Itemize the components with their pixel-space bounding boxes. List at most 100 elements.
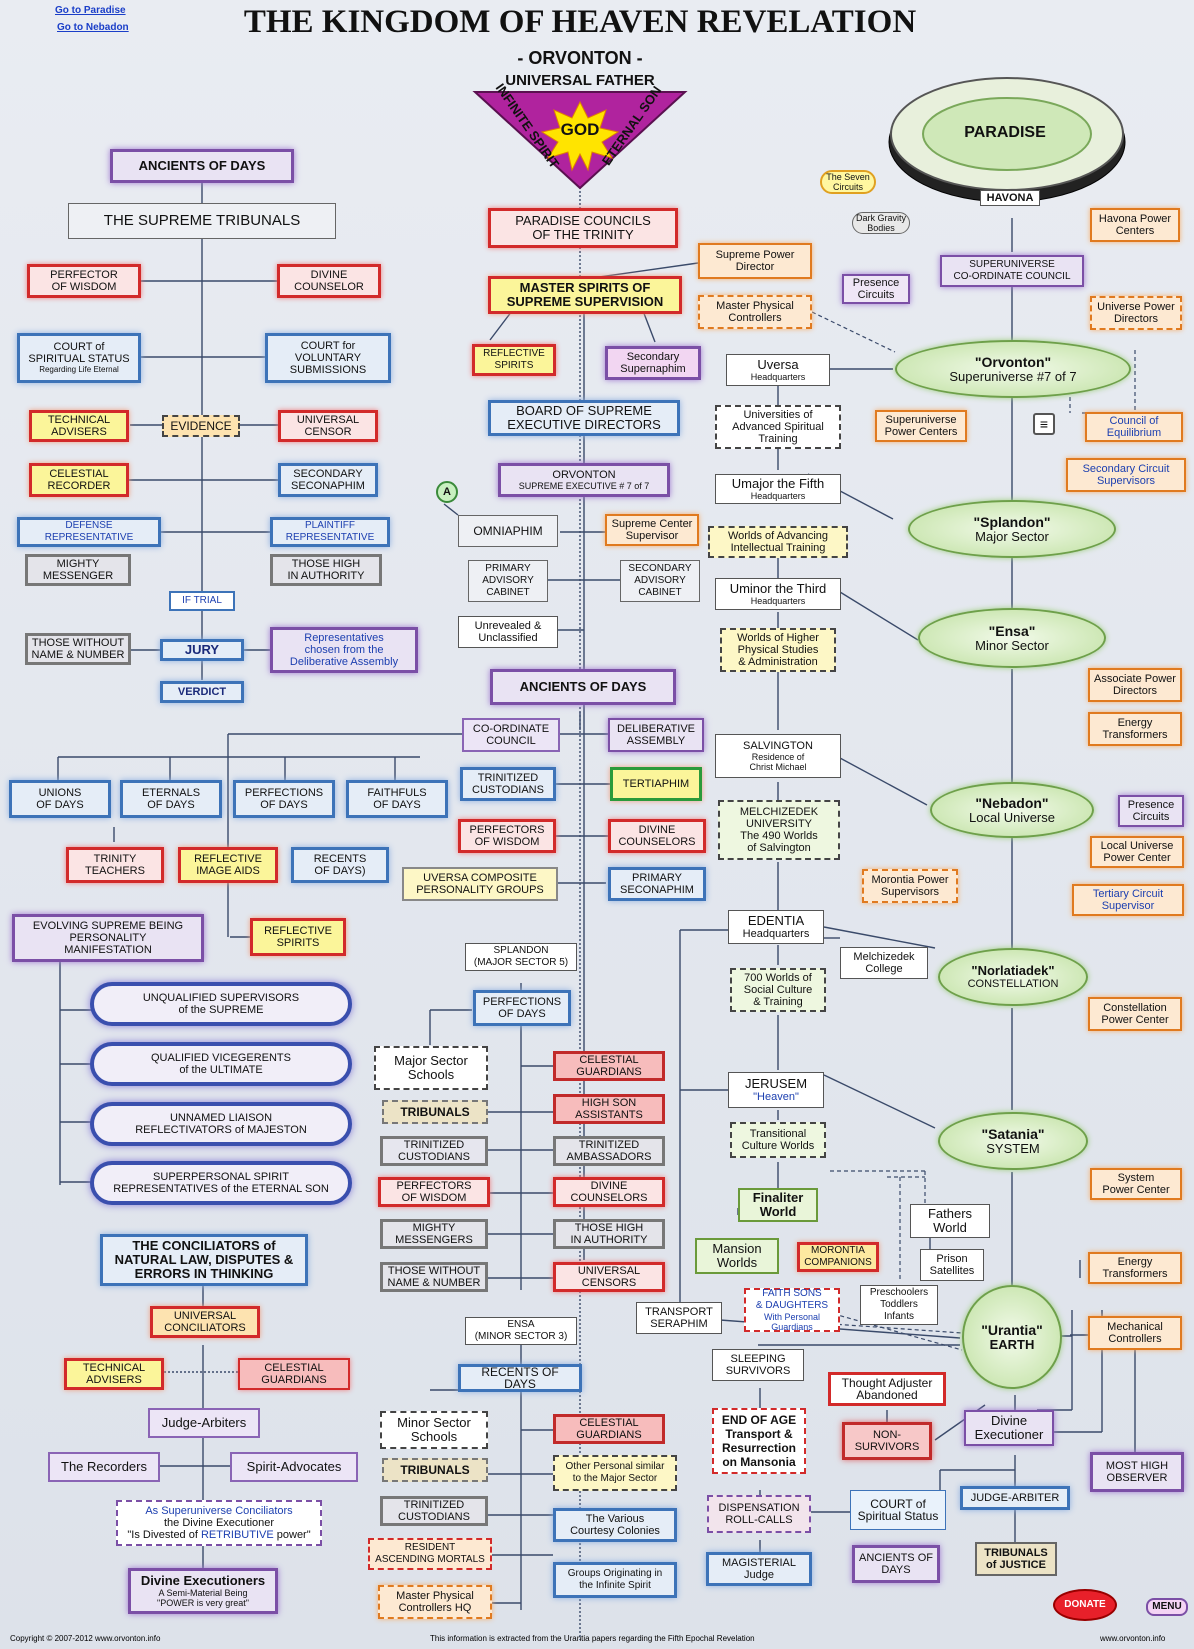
celestial-guardians-2[interactable]: CELESTIAL GUARDIANS [553,1414,665,1444]
constellation-power-center[interactable]: Constellation Power Center [1088,997,1182,1031]
nebadon-local-universe[interactable]: "Nebadon" Local Universe [930,782,1094,838]
tribunals-2[interactable]: TRIBUNALS [382,1458,488,1482]
energy-transformers-1[interactable]: Energy Transformers [1088,712,1182,746]
prison-satellites[interactable]: Prison Satellites [920,1249,984,1281]
supreme-power-director[interactable]: Supreme Power Director [698,243,812,279]
mechanical-controllers[interactable]: Mechanical Controllers [1088,1316,1182,1350]
those-without-name-number[interactable]: THOSE WITHOUT NAME & NUMBER [25,633,131,665]
system-power-center[interactable]: System Power Center [1090,1168,1182,1200]
court-of-spiritual-status[interactable]: COURT of SPIRITUAL STATUS Regarding Life… [17,333,141,383]
magisterial-judge[interactable]: MAGISTERIAL Judge [706,1552,812,1586]
uversa-composite-personality-groups[interactable]: UVERSA COMPOSITE PERSONALITY GROUPS [402,867,558,901]
primary-seconaphim[interactable]: PRIMARY SECONAPHIM [608,867,706,901]
ensa-minor-sector-3[interactable]: ENSA (MINOR SECTOR 3) [465,1317,577,1345]
eternals-of-days[interactable]: ETERNALS OF DAYS [120,780,222,818]
court-for-voluntary-submissions[interactable]: COURT for VOLUNTARY SUBMISSIONS [265,333,391,383]
mansion-worlds[interactable]: Mansion Worlds [695,1238,779,1274]
defense-representative[interactable]: DEFENSE REPRESENTATIVE [17,517,161,547]
secondary-circuit-supervisors[interactable]: Secondary Circuit Supervisors [1066,458,1186,492]
reflective-spirits[interactable]: REFLECTIVE SPIRITS [472,344,556,376]
groups-originating-infinite-spirit[interactable]: Groups Originating in the Infinite Spiri… [553,1562,677,1598]
trinitized-ambassadors[interactable]: TRINITIZED AMBASSADORS [553,1136,665,1166]
master-spirits-supreme-supervision[interactable]: MASTER SPIRITS OF SUPREME SUPERVISION [488,276,682,314]
transport-seraphim[interactable]: TRANSPORT SERAPHIM [636,1302,722,1334]
faithfuls-of-days[interactable]: FAITHFULS OF DAYS [346,780,448,818]
edentia-headquarters[interactable]: EDENTIA Headquarters [728,910,824,944]
finaliter-world[interactable]: Finaliter World [738,1188,818,1222]
mighty-messengers-2[interactable]: MIGHTY MESSENGERS [380,1219,488,1249]
donate-button[interactable]: DONATE [1053,1589,1117,1621]
superuniverse-coordinate-council[interactable]: SUPERUNIVERSE CO-ORDINATE COUNCIL [940,255,1084,287]
high-son-assistants[interactable]: HIGH SON ASSISTANTS [553,1094,665,1124]
divine-counselor[interactable]: DIVINE COUNSELOR [277,264,381,298]
divine-executioner[interactable]: Divine Executioner [964,1410,1054,1446]
faith-sons-daughters[interactable]: FAITH SONS & DAUGHTERS With Personal Gua… [744,1288,840,1332]
splandon-major-sector-5[interactable]: SPLANDON (MAJOR SECTOR 5) [465,943,577,971]
orvonton-superuniverse[interactable]: "Orvonton" Superuniverse #7 of 7 [895,340,1131,398]
uminor-the-third[interactable]: Uminor the Third Headquarters [715,578,841,610]
those-high-in-authority[interactable]: THOSE HIGH IN AUTHORITY [270,554,382,586]
the-recorders[interactable]: The Recorders [48,1452,160,1482]
evolving-supreme-being[interactable]: EVOLVING SUPREME BEING PERSONALITY MANIF… [12,914,204,962]
secondary-seconaphim[interactable]: SECONDARY SECONAPHIM [278,463,378,497]
salvington[interactable]: SALVINGTON Residence of Christ Michael [715,734,841,778]
celestial-recorder[interactable]: CELESTIAL RECORDER [29,463,129,497]
reflective-spirits-2[interactable]: REFLECTIVE SPIRITS [250,918,346,956]
secondary-advisory-cabinet[interactable]: SECONDARY ADVISORY CABINET [620,560,700,602]
umajor-the-fifth[interactable]: Umajor the Fifth Headquarters [715,474,841,504]
menu-icon[interactable]: ≡ [1033,413,1055,435]
jury[interactable]: JURY [160,639,244,661]
those-high-in-authority-2[interactable]: THOSE HIGH IN AUTHORITY [553,1219,665,1249]
menu-button[interactable]: MENU [1146,1598,1188,1616]
supreme-center-supervisor[interactable]: Supreme Center Supervisor [605,514,699,546]
technical-advisers[interactable]: TECHNICAL ADVISERS [29,410,129,442]
plaintiff-representative[interactable]: PLAINTIFF REPRESENTATIVE [270,517,390,547]
morontia-power-supervisors[interactable]: Morontia Power Supervisors [862,869,958,903]
dispensation-roll-calls[interactable]: DISPENSATION ROLL-CALLS [707,1495,811,1533]
perfectors-of-wisdom-2[interactable]: PERFECTORS OF WISDOM [378,1177,490,1207]
presence-circuits-1[interactable]: Presence Circuits [842,274,910,304]
conciliators-title[interactable]: THE CONCILIATORS of NATURAL LAW, DISPUTE… [100,1234,308,1286]
trinitized-custodians[interactable]: TRINITIZED CUSTODIANS [460,767,556,801]
norlatiadek-constellation[interactable]: "Norlatiadek" CONSTELLATION [938,948,1088,1006]
verdict[interactable]: VERDICT [160,681,244,703]
divine-counselors-2[interactable]: DIVINE COUNSELORS [553,1177,665,1207]
deliberative-assembly[interactable]: DELIBERATIVE ASSEMBLY [608,718,704,752]
council-of-equilibrium[interactable]: Council of Equilibrium [1085,412,1183,442]
universal-censors-2[interactable]: UNIVERSAL CENSORS [553,1262,665,1292]
tribunals-1[interactable]: TRIBUNALS [382,1100,488,1124]
orvonton-supreme-executive[interactable]: ORVONTON SUPREME EXECUTIVE # 7 of 7 [498,463,670,497]
perfector-of-wisdom[interactable]: PERFECTOR OF WISDOM [27,264,141,298]
havona-power-centers[interactable]: Havona Power Centers [1090,208,1180,242]
superpersonal-spirit-representatives[interactable]: SUPERPERSONAL SPIRIT REPRESENTATIVES of … [90,1161,352,1205]
board-supreme-executive-directors[interactable]: BOARD OF SUPREME EXECUTIVE DIRECTORS [488,400,680,436]
resident-ascending-mortals[interactable]: RESIDENT ASCENDING MORTALS [368,1538,492,1570]
tertiary-circuit-supervisor[interactable]: Tertiary Circuit Supervisor [1072,884,1184,916]
technical-advisers-2[interactable]: TECHNICAL ADVISERS [64,1358,164,1390]
preschoolers-toddlers-infants[interactable]: Preschoolers Toddlers Infants [860,1285,938,1325]
worlds-higher-physical-studies[interactable]: Worlds of Higher Physical Studies & Admi… [720,628,836,672]
co-ordinate-council[interactable]: CO-ORDINATE COUNCIL [462,718,560,752]
ancients-of-days-top[interactable]: ANCIENTS OF DAYS [110,149,294,183]
if-trial[interactable]: IF TRIAL [169,591,235,611]
qualified-vicegerents[interactable]: QUALIFIED VICEGERENTS of the ULTIMATE [90,1042,352,1086]
most-high-observer[interactable]: MOST HIGH OBSERVER [1090,1452,1184,1492]
splandon-major-sector[interactable]: "Splandon" Major Sector [908,500,1116,558]
seven-hundred-worlds[interactable]: 700 Worlds of Social Culture & Training [730,968,826,1012]
celestial-guardians-conciliators[interactable]: CELESTIAL GUARDIANS [238,1358,350,1390]
omniaphim[interactable]: OMNIAPHIM [458,515,558,547]
presence-circuits-2[interactable]: Presence Circuits [1118,795,1184,827]
universe-power-directors[interactable]: Universe Power Directors [1090,296,1182,330]
superuniverse-power-centers[interactable]: Superuniverse Power Centers [875,410,967,442]
tertiaphim[interactable]: TERTIAPHIM [610,767,702,801]
satania-system[interactable]: "Satania" SYSTEM [938,1112,1088,1170]
reflective-image-aids[interactable]: REFLECTIVE IMAGE AIDS [178,847,278,883]
perfections-of-days[interactable]: PERFECTIONS OF DAYS [233,780,335,818]
ancients-of-days-mid[interactable]: ANCIENTS OF DAYS [490,669,676,705]
secondary-supernaphim[interactable]: Secondary Supernaphim [605,346,701,380]
tribunals-of-justice[interactable]: TRIBUNALS of JUSTICE [975,1542,1057,1576]
judge-arbiter[interactable]: JUDGE-ARBITER [960,1486,1070,1510]
primary-advisory-cabinet[interactable]: PRIMARY ADVISORY CABINET [468,560,548,602]
spirit-advocates[interactable]: Spirit-Advocates [230,1452,358,1482]
those-without-name-number-2[interactable]: THOSE WITHOUT NAME & NUMBER [380,1262,488,1292]
